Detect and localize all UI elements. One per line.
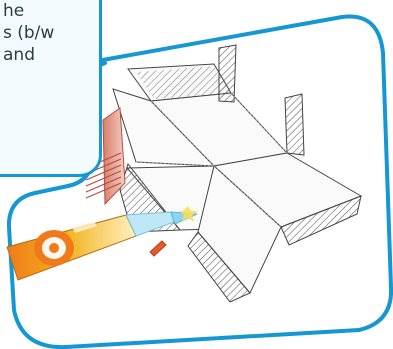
callout-line-1: he — [3, 0, 101, 22]
callout-line-2: s (b/w — [3, 22, 101, 44]
callout-line-3: and — [3, 44, 101, 66]
instruction-callout: he s (b/w and — [0, 0, 102, 177]
callout-text: he s (b/w and — [3, 0, 101, 66]
folded-paper-net-icon — [86, 45, 361, 302]
glue-tube-icon — [7, 206, 198, 280]
glue-cap-icon — [150, 241, 166, 256]
